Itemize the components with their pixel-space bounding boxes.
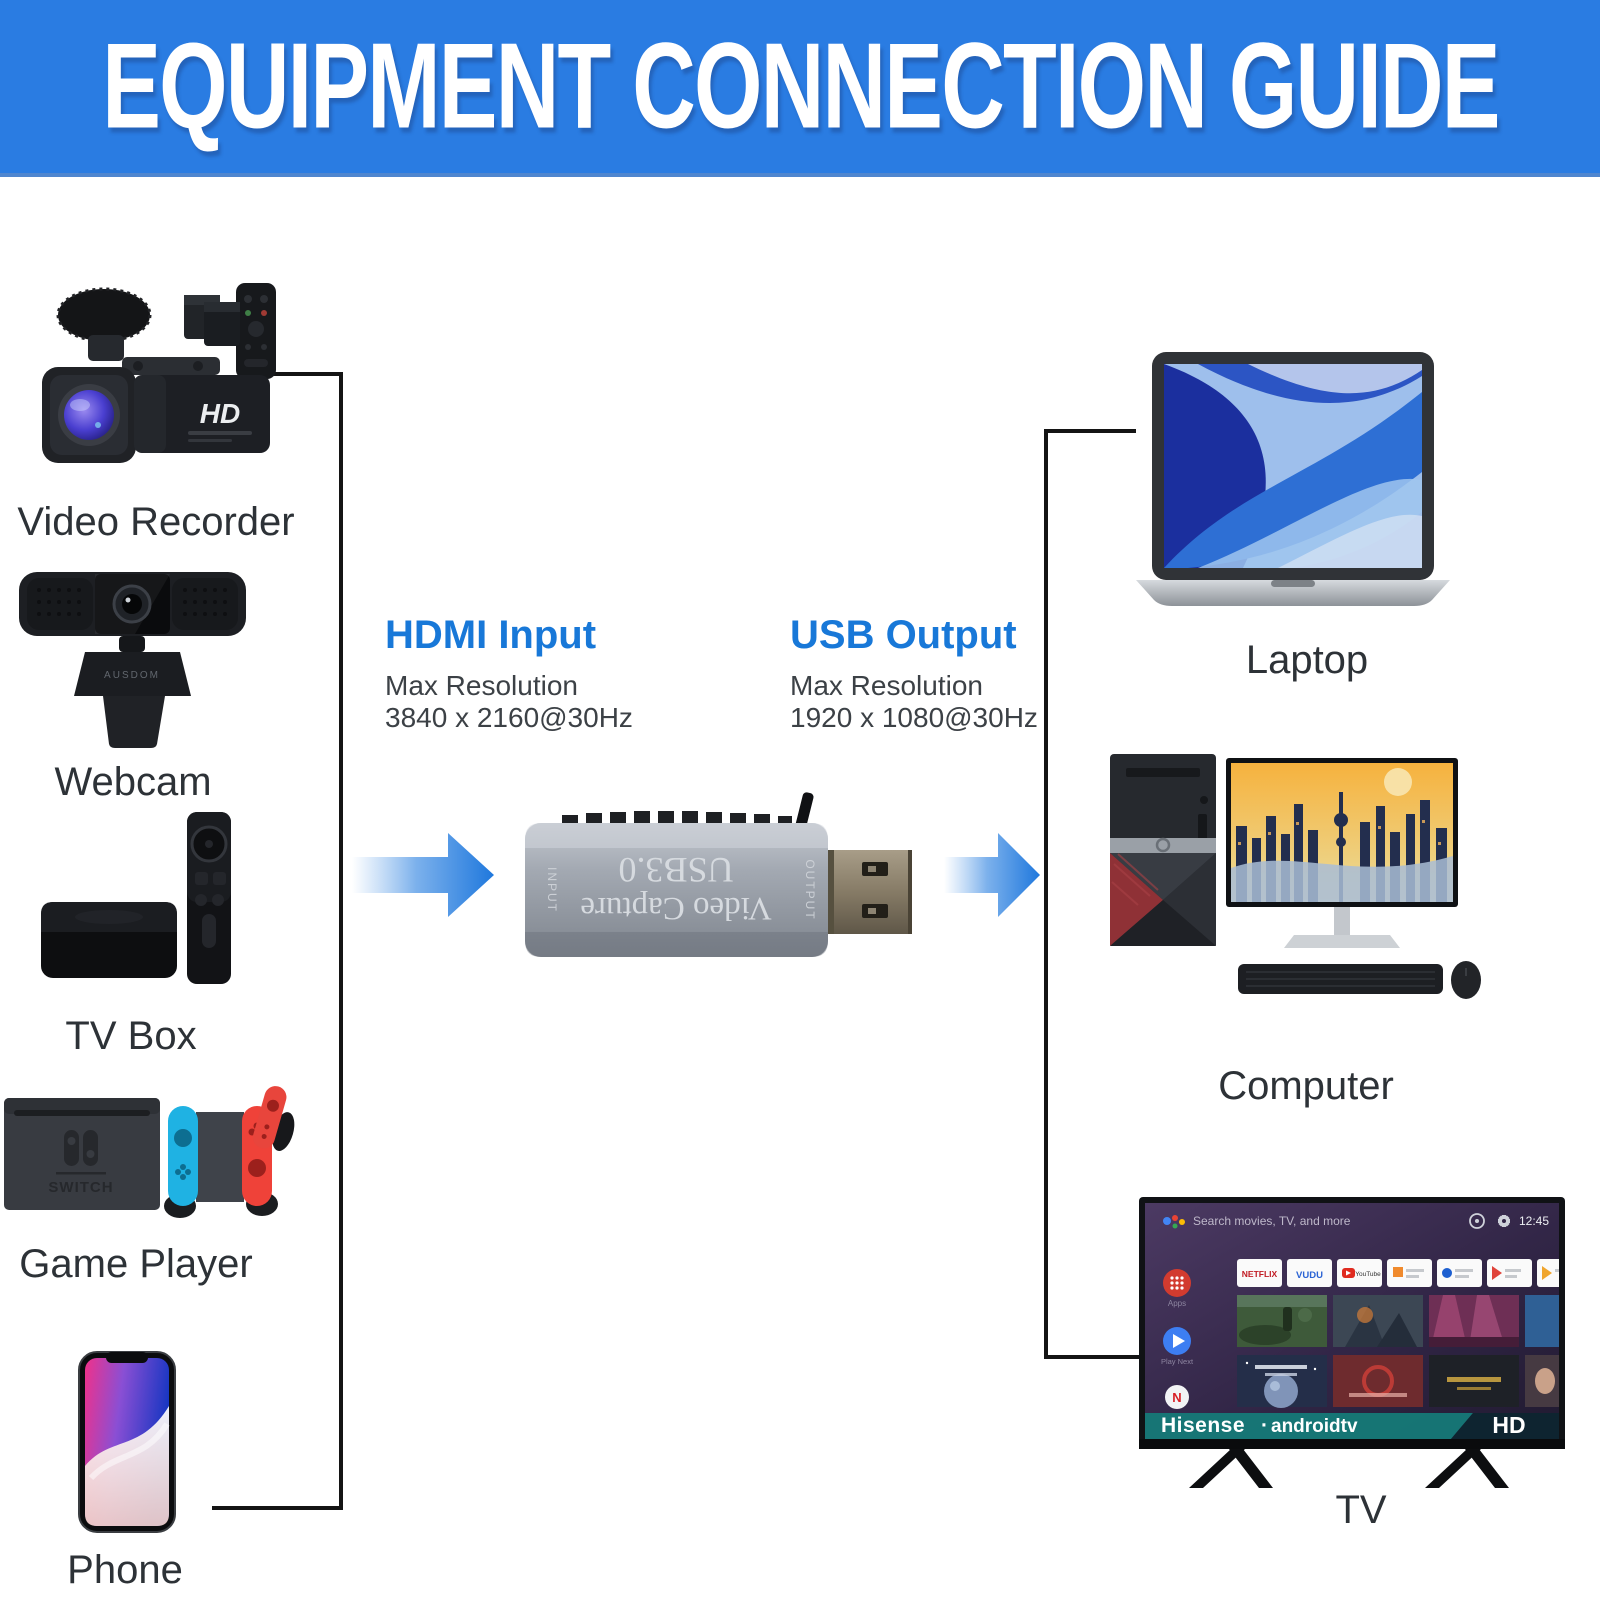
usb-arrow-icon <box>944 833 1040 917</box>
usb-output-block: USB Output Max Resolution 1920 x 1080@30… <box>790 612 1038 734</box>
tv-brand: Hisense <box>1161 1414 1245 1437</box>
webcam-image: AUSDOM <box>15 560 250 755</box>
pc-mouse <box>1451 961 1481 999</box>
apps-label: Apps <box>1168 1299 1186 1308</box>
usb-output-title: USB Output <box>790 613 1017 657</box>
hdmi-input-title: HDMI Input <box>385 613 597 657</box>
svg-text:YouTube: YouTube <box>1355 1271 1381 1278</box>
pc-keyboard <box>1238 964 1443 994</box>
camera-lens <box>42 367 136 463</box>
camcorder-batteries <box>184 295 240 346</box>
microphone-icon <box>56 287 152 361</box>
content-thumbnail[interactable] <box>1525 1295 1583 1347</box>
svg-text:N: N <box>1172 1390 1181 1405</box>
laptop-image <box>1128 348 1458 628</box>
content-thumbnail[interactable] <box>1237 1355 1327 1408</box>
content-thumbnail[interactable] <box>1429 1355 1519 1407</box>
assistant-icon <box>1163 1215 1185 1229</box>
app-tile-vudu[interactable]: VUDU <box>1287 1259 1332 1287</box>
phone-screen <box>85 1358 170 1526</box>
content-thumbnail[interactable] <box>1525 1355 1583 1407</box>
camera-handle <box>122 357 220 375</box>
tv-image: Search movies, TV, and more 12:45 <box>1133 1193 1583 1493</box>
app-tile[interactable] <box>1387 1259 1432 1287</box>
hd-band <box>1451 1413 1559 1439</box>
webcam-clamp: AUSDOM <box>74 652 191 748</box>
hdmi-arrow-icon <box>352 833 494 917</box>
content-thumbnail[interactable] <box>1237 1295 1327 1347</box>
tv-platform: androidtv <box>1271 1416 1358 1437</box>
app-tile-youtube[interactable]: YouTube <box>1337 1259 1382 1287</box>
phone-notch <box>106 1352 148 1363</box>
apps-button[interactable]: Apps <box>1163 1269 1191 1308</box>
tv-label: TV <box>1335 1488 1387 1532</box>
hdmi-pins <box>562 811 792 826</box>
content-thumbnail[interactable] <box>1429 1295 1519 1347</box>
phone-image <box>75 1348 180 1536</box>
brand-separator: · <box>1261 1414 1268 1437</box>
camcorder-hd-badge: HD <box>200 398 240 429</box>
camcorder-remote <box>236 283 276 379</box>
page-title: EQUIPMENT CONNECTION GUIDE <box>101 17 1500 155</box>
computer-image <box>1098 742 1493 1042</box>
tv-box-label: TV Box <box>65 1014 197 1058</box>
hdmi-input-subtitle: Max Resolution <box>385 670 578 701</box>
tv-box-image <box>35 806 240 996</box>
game-player-label: Game Player <box>19 1242 253 1286</box>
content-thumbnail[interactable] <box>1333 1355 1423 1407</box>
input-icon[interactable] <box>1469 1213 1485 1229</box>
webcam-brand: AUSDOM <box>104 670 160 681</box>
computer-label: Computer <box>1218 1064 1394 1108</box>
webcam-label: Webcam <box>54 760 212 804</box>
title-banner: EQUIPMENT CONNECTION GUIDE <box>0 0 1600 177</box>
device-body <box>525 823 828 957</box>
source-connector-line <box>212 372 343 1510</box>
laptop-base <box>1136 580 1450 606</box>
svg-text:NETFLIX: NETFLIX <box>1242 1269 1278 1279</box>
pc-tower <box>1110 754 1216 946</box>
video-recorder-label: Video Recorder <box>17 500 295 544</box>
brand-band <box>1145 1413 1473 1439</box>
device-input-label: INPUT <box>545 867 559 913</box>
phone-label: Phone <box>67 1548 183 1592</box>
extra-joycon <box>252 1086 295 1151</box>
laptop-wallpaper <box>1164 364 1422 568</box>
play-next-label: Play Next <box>1161 1357 1194 1366</box>
device-print-name: Video Capture <box>580 890 771 926</box>
svg-text:VUDU: VUDU <box>1296 1270 1323 1281</box>
tv-box-body <box>41 902 177 978</box>
tv-feet <box>1189 1449 1509 1488</box>
switch-brand: SWITCH <box>48 1179 113 1196</box>
pc-monitor <box>1226 758 1458 948</box>
laptop-label: Laptop <box>1245 638 1369 682</box>
usb-output-subtitle: Max Resolution <box>790 670 983 701</box>
video-recorder-image: HD <box>38 275 288 490</box>
usb-output-resolution: 1920 x 1080@30Hz <box>790 702 1038 733</box>
hd-badge: HD <box>1492 1412 1525 1438</box>
settings-gear-icon[interactable] <box>1498 1215 1510 1227</box>
hdmi-input-block: HDMI Input Max Resolution 3840 x 2160@30… <box>385 612 633 734</box>
tv-search-text[interactable]: Search movies, TV, and more <box>1193 1214 1351 1228</box>
app-tile[interactable] <box>1487 1259 1532 1287</box>
webcam-lens-icon <box>112 584 152 624</box>
app-tile[interactable] <box>1537 1259 1582 1287</box>
switch-logo-icon <box>64 1130 98 1166</box>
tv-clock: 12:45 <box>1519 1214 1549 1228</box>
device-output-label: OUTPUT <box>803 859 817 920</box>
game-player-image: SWITCH <box>0 1080 300 1225</box>
camcorder-body: HD <box>134 375 270 453</box>
app-tile-netflix[interactable]: NETFLIX <box>1237 1259 1282 1287</box>
netflix-rail-icon[interactable]: N <box>1165 1385 1189 1409</box>
capture-device: USB3.0 Video Capture INPUT OUTPUT <box>510 782 920 972</box>
device-print-usb: USB3.0 <box>618 850 733 890</box>
hdmi-input-resolution: 3840 x 2160@30Hz <box>385 702 633 733</box>
switch-dock: SWITCH <box>4 1098 160 1210</box>
output-connector-line <box>1044 429 1143 1359</box>
app-tile[interactable] <box>1437 1259 1482 1287</box>
content-thumbnail[interactable] <box>1333 1295 1423 1347</box>
play-next-button[interactable]: Play Next <box>1161 1327 1194 1366</box>
tv-box-remote <box>187 812 231 984</box>
